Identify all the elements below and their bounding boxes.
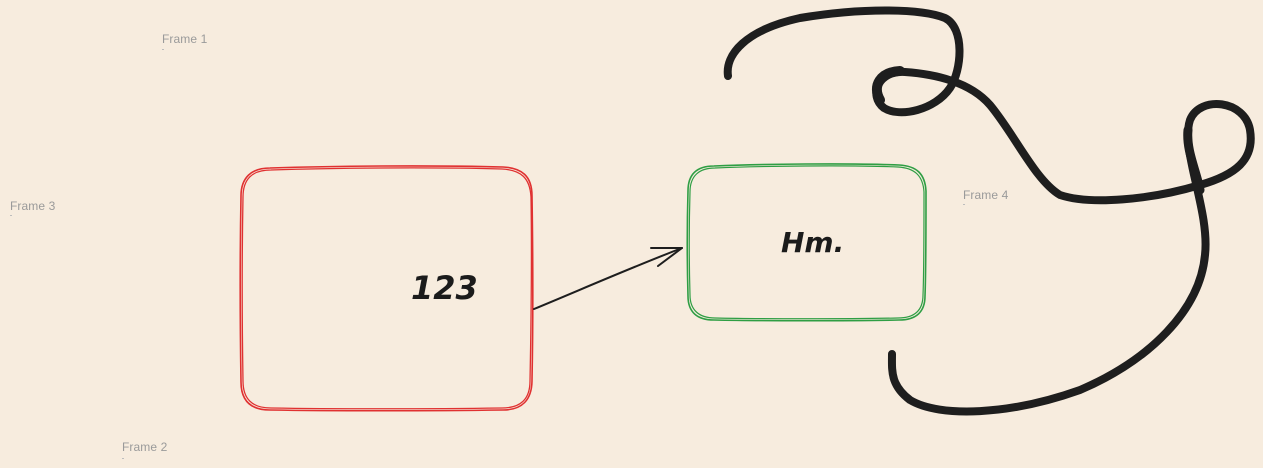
frame-3-marker — [10, 215, 12, 216]
freehand-stroke[interactable] — [723, 6, 1255, 416]
frame-4-marker — [963, 204, 965, 205]
frame-3-label[interactable]: Frame 3 — [10, 199, 56, 213]
frame-2-marker — [122, 458, 124, 459]
red-rectangle[interactable] — [239, 165, 534, 412]
connector-arrow[interactable] — [533, 247, 683, 310]
frame-2-label[interactable]: Frame 2 — [122, 440, 168, 454]
frame-1-marker — [162, 49, 164, 50]
frame-1-label[interactable]: Frame 1 — [162, 32, 208, 46]
frame-4-label[interactable]: Frame 4 — [963, 188, 1009, 202]
red-box-text[interactable]: 123 — [411, 269, 478, 307]
green-rectangle[interactable] — [686, 163, 927, 322]
green-box-text[interactable]: Hm. — [781, 226, 845, 259]
